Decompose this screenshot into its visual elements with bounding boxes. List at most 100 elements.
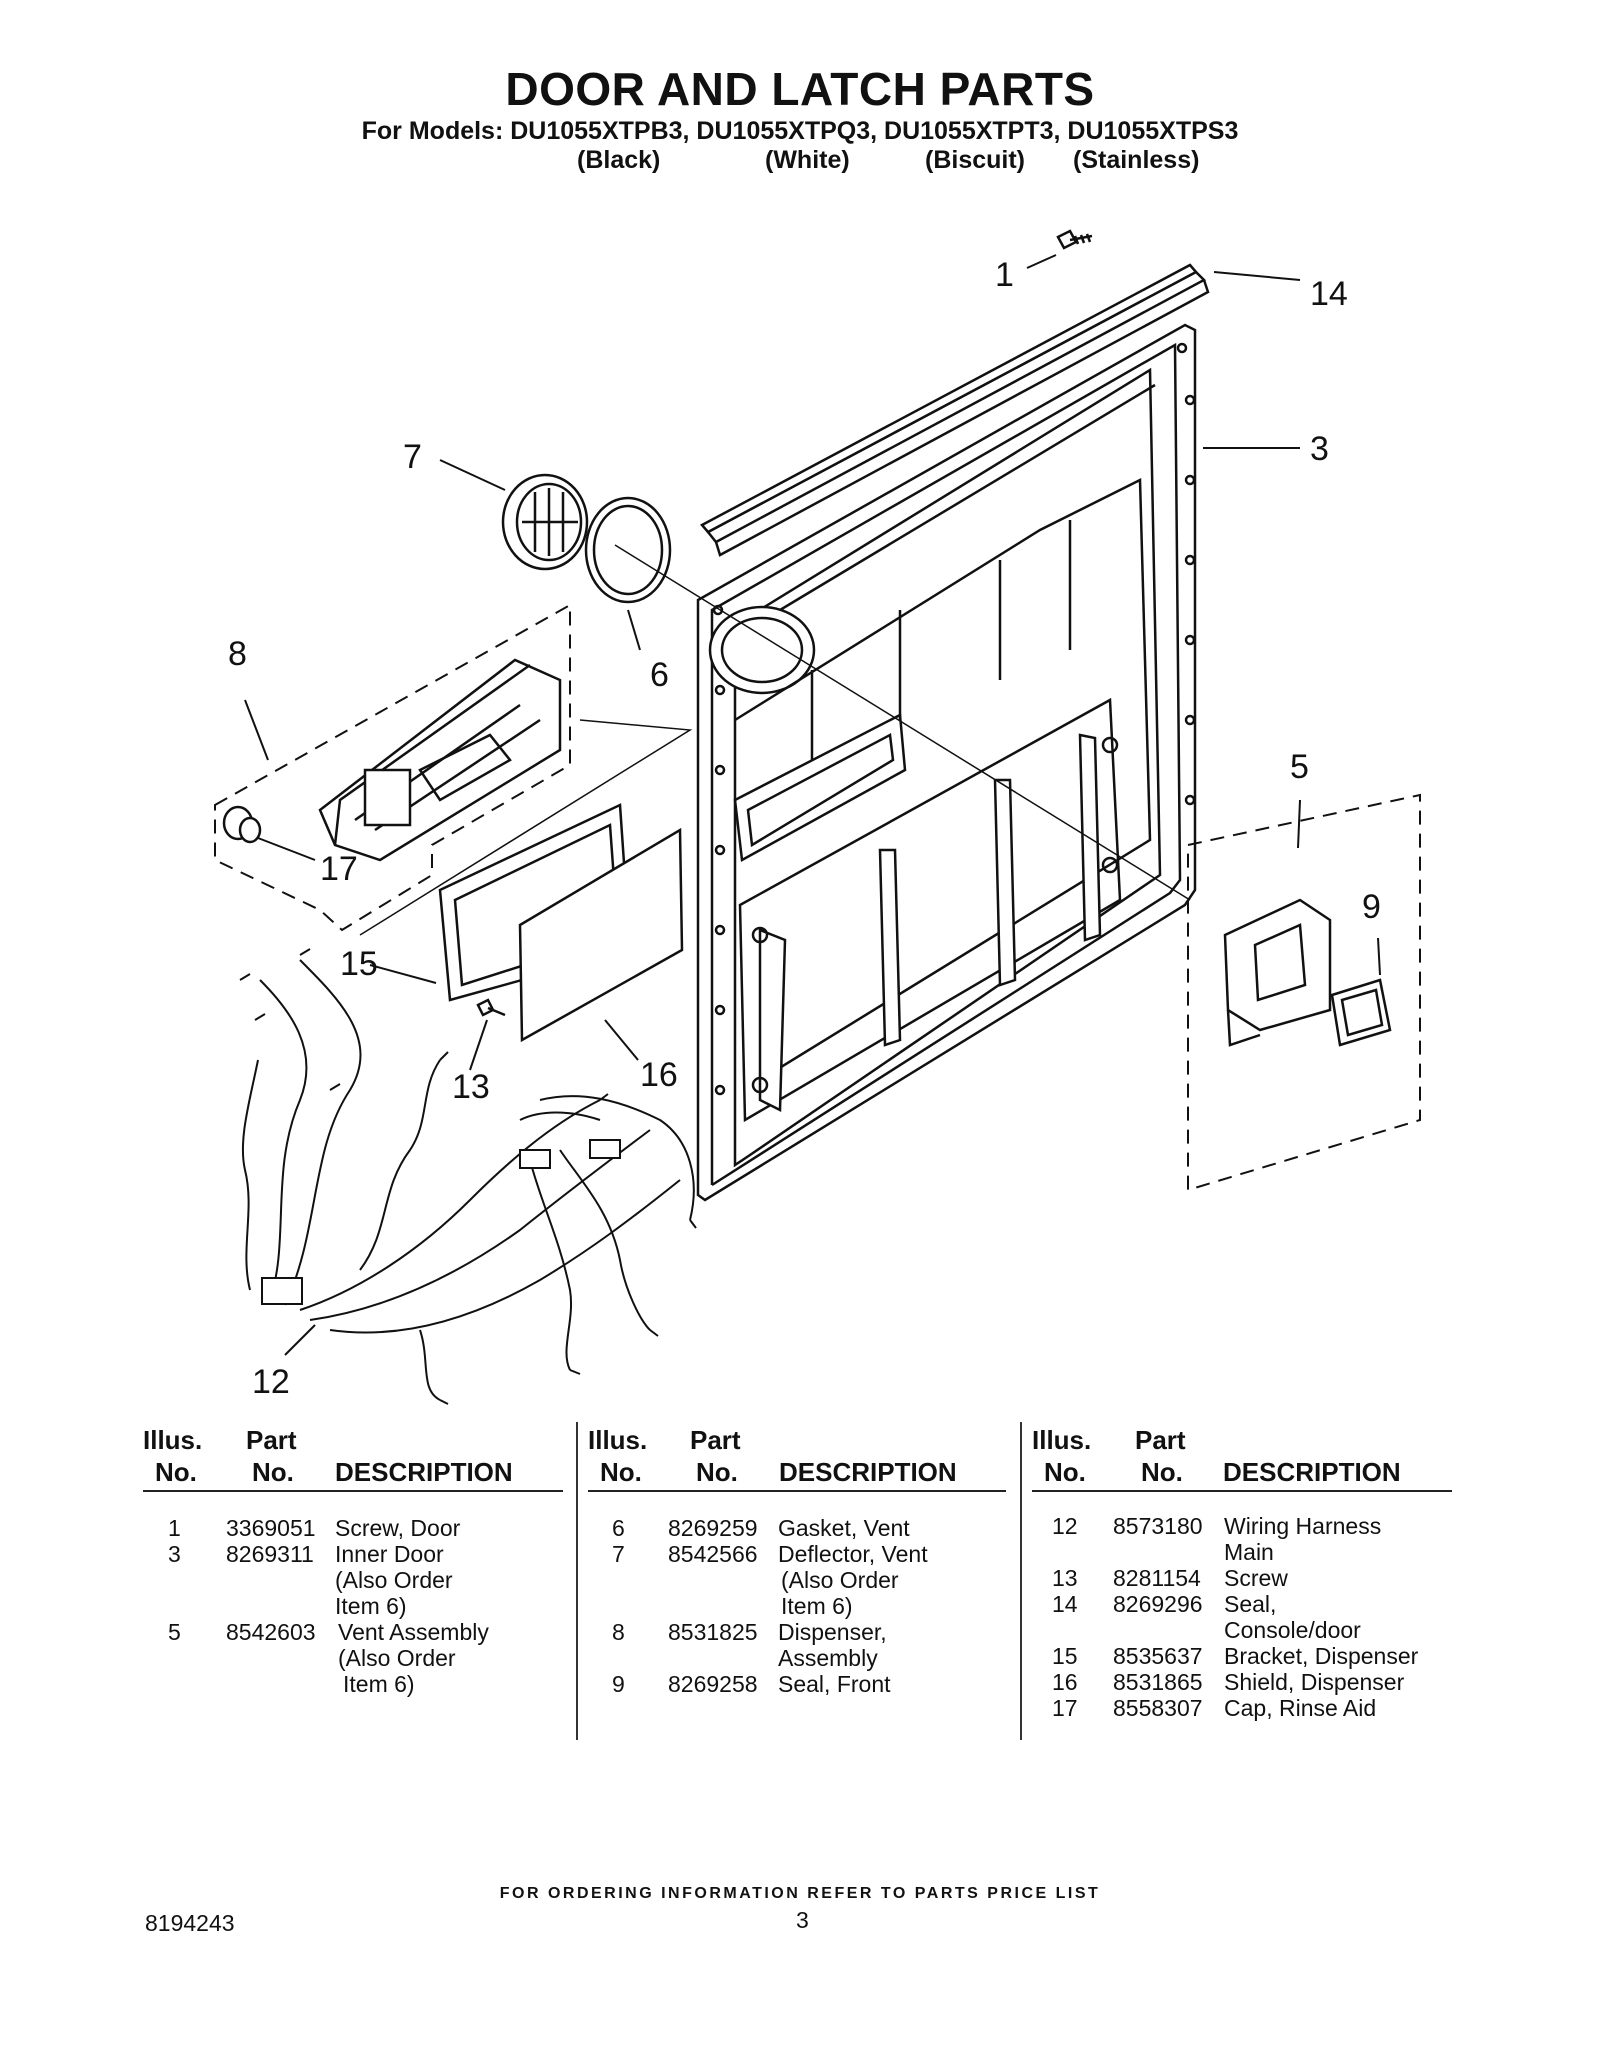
table-row-illus: 12 — [1052, 1513, 1078, 1539]
gasket-vent-drawing — [584, 496, 672, 604]
table-row-desc: Assembly — [778, 1645, 878, 1671]
table-row-illus: 16 — [1052, 1669, 1078, 1695]
callout-numbers: 1 14 3 7 6 8 5 9 17 15 16 13 12 — [228, 256, 1381, 1401]
callout-9: 9 — [1362, 888, 1381, 926]
table-row-desc: (Also Order — [781, 1567, 899, 1593]
table-row-part: 8535637 — [1113, 1643, 1203, 1669]
table-row-illus: 7 — [612, 1541, 625, 1567]
table-row-illus: 5 — [168, 1619, 181, 1645]
header-divider — [588, 1490, 1006, 1492]
table-row-part: 8269259 — [668, 1515, 758, 1541]
callout-17: 17 — [320, 850, 358, 888]
callout-7: 7 — [403, 438, 422, 476]
header-illus-bottom: No. — [155, 1457, 197, 1487]
callout-leaders — [244, 254, 1381, 1356]
table-row-illus: 1 — [168, 1515, 181, 1541]
callout-15: 15 — [340, 945, 378, 983]
callout-5: 5 — [1290, 748, 1309, 786]
table-row-part: 8542566 — [668, 1541, 758, 1567]
header-illus-bottom: No. — [1044, 1457, 1086, 1487]
table-row-illus: 3 — [168, 1541, 181, 1567]
header-divider — [1032, 1490, 1452, 1492]
table-row-desc: (Also Order — [335, 1567, 453, 1593]
table-row-part: 8558307 — [1113, 1695, 1203, 1721]
header-part-top: Part — [690, 1425, 741, 1455]
table-row-illus: 6 — [612, 1515, 625, 1541]
table-row-desc: Screw — [1224, 1565, 1288, 1591]
color-biscuit: (Biscuit) — [925, 146, 1025, 174]
table-row-illus: 9 — [612, 1671, 625, 1697]
table-row-illus: 14 — [1052, 1591, 1078, 1617]
header-part-bottom: No. — [252, 1457, 294, 1487]
wiring-harness-drawing — [239, 948, 697, 1405]
table-row-part: 8573180 — [1113, 1513, 1203, 1539]
header-description: DESCRIPTION — [335, 1457, 513, 1487]
table-row-desc: Dispenser, — [778, 1619, 887, 1645]
table-row-desc: Wiring Harness — [1224, 1513, 1382, 1539]
seal-front-drawing — [1330, 978, 1392, 1047]
color-white: (White) — [765, 146, 850, 174]
color-stainless: (Stainless) — [1073, 146, 1200, 174]
table-row-desc: Item 6) — [781, 1593, 853, 1619]
table-row-desc: Deflector, Vent — [778, 1541, 928, 1567]
seal-console-door-drawing — [700, 263, 1210, 557]
table-row-illus: 15 — [1052, 1643, 1078, 1669]
table-row-desc: Item 6) — [335, 1593, 407, 1619]
deflector-vent-drawing — [501, 473, 589, 571]
models-line: For Models: DU1055XTPB3, DU1055XTPQ3, DU… — [361, 117, 1239, 145]
shield-dispenser-drawing — [518, 827, 684, 1043]
screw-drawing — [476, 998, 506, 1017]
vent-assembly-drawing — [1187, 793, 1421, 1192]
table-row-illus: 13 — [1052, 1565, 1078, 1591]
table-row-desc: Gasket, Vent — [778, 1515, 910, 1541]
column-separator — [1020, 1422, 1022, 1740]
table-row-illus: 8 — [612, 1619, 625, 1645]
column-separator — [576, 1422, 578, 1740]
table-row-part: 8531825 — [668, 1619, 758, 1645]
header-description: DESCRIPTION — [779, 1457, 957, 1487]
table-row-desc: Screw, Door — [335, 1515, 461, 1541]
header-part-bottom: No. — [696, 1457, 738, 1487]
table-row-part: 8281154 — [1113, 1565, 1201, 1591]
table-row-desc: Shield, Dispenser — [1224, 1669, 1405, 1695]
cap-rinse-aid-drawing — [222, 805, 262, 844]
table-row-desc: Vent Assembly — [338, 1619, 489, 1645]
header-illus-top: Illus. — [143, 1425, 203, 1455]
header-description: DESCRIPTION — [1223, 1457, 1401, 1487]
table-row-desc: Main — [1224, 1539, 1274, 1565]
table-row-part: 8269296 — [1113, 1591, 1203, 1617]
callout-16: 16 — [640, 1056, 678, 1094]
table-row-desc: Bracket, Dispenser — [1224, 1643, 1419, 1669]
page-title: DOOR AND LATCH PARTS — [505, 63, 1095, 115]
page-number: 3 — [796, 1907, 809, 1933]
table-row-desc: Seal, — [1224, 1591, 1277, 1617]
color-black: (Black) — [577, 146, 661, 174]
callout-3: 3 — [1310, 430, 1329, 468]
table-row-part: 8269311 — [226, 1541, 314, 1567]
header-illus-top: Illus. — [1032, 1425, 1092, 1455]
header-part-top: Part — [1135, 1425, 1186, 1455]
header-divider — [143, 1490, 563, 1492]
callout-13: 13 — [452, 1068, 490, 1106]
table-row-desc: Inner Door — [335, 1541, 444, 1567]
table-row-illus: 17 — [1052, 1695, 1078, 1721]
table-row-part: 8531865 — [1113, 1669, 1203, 1695]
table-row-desc: (Also Order — [338, 1645, 456, 1671]
header-part-top: Part — [246, 1425, 297, 1455]
callout-14: 14 — [1310, 275, 1348, 313]
table-row-desc: Cap, Rinse Aid — [1224, 1695, 1377, 1721]
header-illus-top: Illus. — [588, 1425, 648, 1455]
table-row-part: 8269258 — [668, 1671, 758, 1697]
table-row-part: 8542603 — [226, 1619, 316, 1645]
callout-12: 12 — [252, 1363, 290, 1401]
table-row-desc: Seal, Front — [778, 1671, 891, 1697]
table-row-desc: Item 6) — [343, 1671, 415, 1697]
callout-1: 1 — [995, 256, 1014, 294]
document-number: 8194243 — [145, 1910, 235, 1936]
table-row-part: 3369051 — [226, 1515, 316, 1541]
inner-door-drawing — [696, 323, 1197, 1202]
ordering-note: FOR ORDERING INFORMATION REFER TO PARTS … — [499, 1885, 1101, 1902]
screw-door-drawing — [1056, 229, 1093, 250]
exploded-parts-diagram: 1 14 3 7 6 8 5 9 17 15 16 13 12 — [214, 229, 1421, 1405]
table-row-desc: Console/door — [1224, 1617, 1361, 1643]
